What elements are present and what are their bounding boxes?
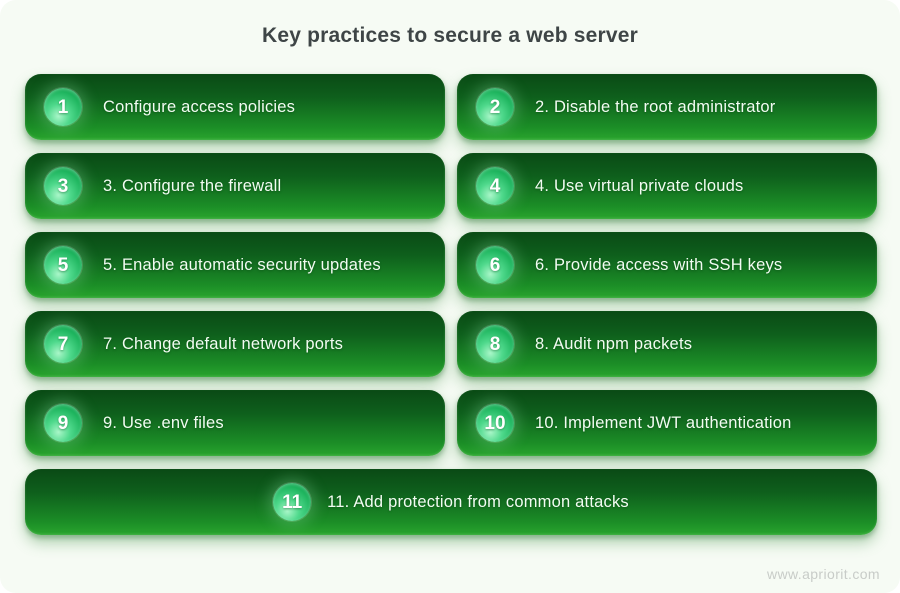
watermark-url: www.apriorit.com: [767, 566, 880, 582]
step-number-badge: 4: [476, 167, 514, 205]
step-number-badge: 6: [476, 246, 514, 284]
step-number-badge: 3: [44, 167, 82, 205]
step-number-badge: 11: [273, 483, 312, 521]
step-number: 3: [57, 175, 69, 197]
step-number: 5: [57, 254, 69, 276]
practice-label: 4. Use virtual private clouds: [535, 176, 744, 195]
page-title: Key practices to secure a web server: [261, 24, 639, 47]
step-number: 10: [484, 412, 506, 434]
practice-label: 11. Add protection from common attacks: [327, 492, 629, 511]
practice-item: 4 4. Use virtual private clouds: [457, 153, 877, 219]
practice-label: 6. Provide access with SSH keys: [535, 255, 783, 274]
practice-item: 2 2. Disable the root administrator: [457, 74, 877, 140]
step-number-badge: 7: [44, 325, 82, 363]
practice-label: 10. Implement JWT authentication: [535, 413, 792, 432]
step-number-badge: 5: [44, 246, 82, 284]
practice-item: 7 7. Change default network ports: [25, 311, 445, 377]
practice-item: 6 6. Provide access with SSH keys: [457, 232, 877, 298]
practice-item: 8 8. Audit npm packets: [457, 311, 877, 377]
step-number-badge: 1: [44, 88, 82, 126]
practice-label: 7. Change default network ports: [103, 334, 344, 353]
practice-label: Configure access policies: [103, 97, 296, 116]
step-number-badge: 8: [476, 325, 514, 363]
practice-item: 3 3. Configure the firewall: [25, 153, 445, 219]
step-number: 9: [57, 412, 69, 434]
practice-item: 11 11. Add protection from common attack…: [25, 469, 877, 535]
step-number-badge: 2: [476, 88, 514, 126]
step-number: 7: [57, 333, 69, 355]
step-number: 8: [489, 333, 501, 355]
practices-grid: 1 Configure access policies 2 2. Disable…: [25, 74, 877, 535]
practice-item: 1 Configure access policies: [25, 74, 445, 140]
practice-label: 3. Configure the firewall: [103, 176, 282, 195]
step-number-badge: 9: [44, 404, 82, 442]
step-number: 1: [57, 96, 69, 118]
practice-label: 9. Use .env files: [103, 413, 224, 432]
practice-label: 2. Disable the root administrator: [535, 97, 776, 116]
practice-label: 5. Enable automatic security updates: [103, 255, 381, 274]
step-number-badge: 10: [476, 404, 514, 442]
step-number: 2: [489, 96, 501, 118]
practice-item: 9 9. Use .env files: [25, 390, 445, 456]
practice-item: 10 10. Implement JWT authentication: [457, 390, 877, 456]
step-number: 11: [282, 491, 303, 513]
practice-item: 5 5. Enable automatic security updates: [25, 232, 445, 298]
step-number: 6: [489, 254, 501, 276]
step-number: 4: [489, 175, 501, 197]
practice-label: 8. Audit npm packets: [535, 334, 693, 353]
